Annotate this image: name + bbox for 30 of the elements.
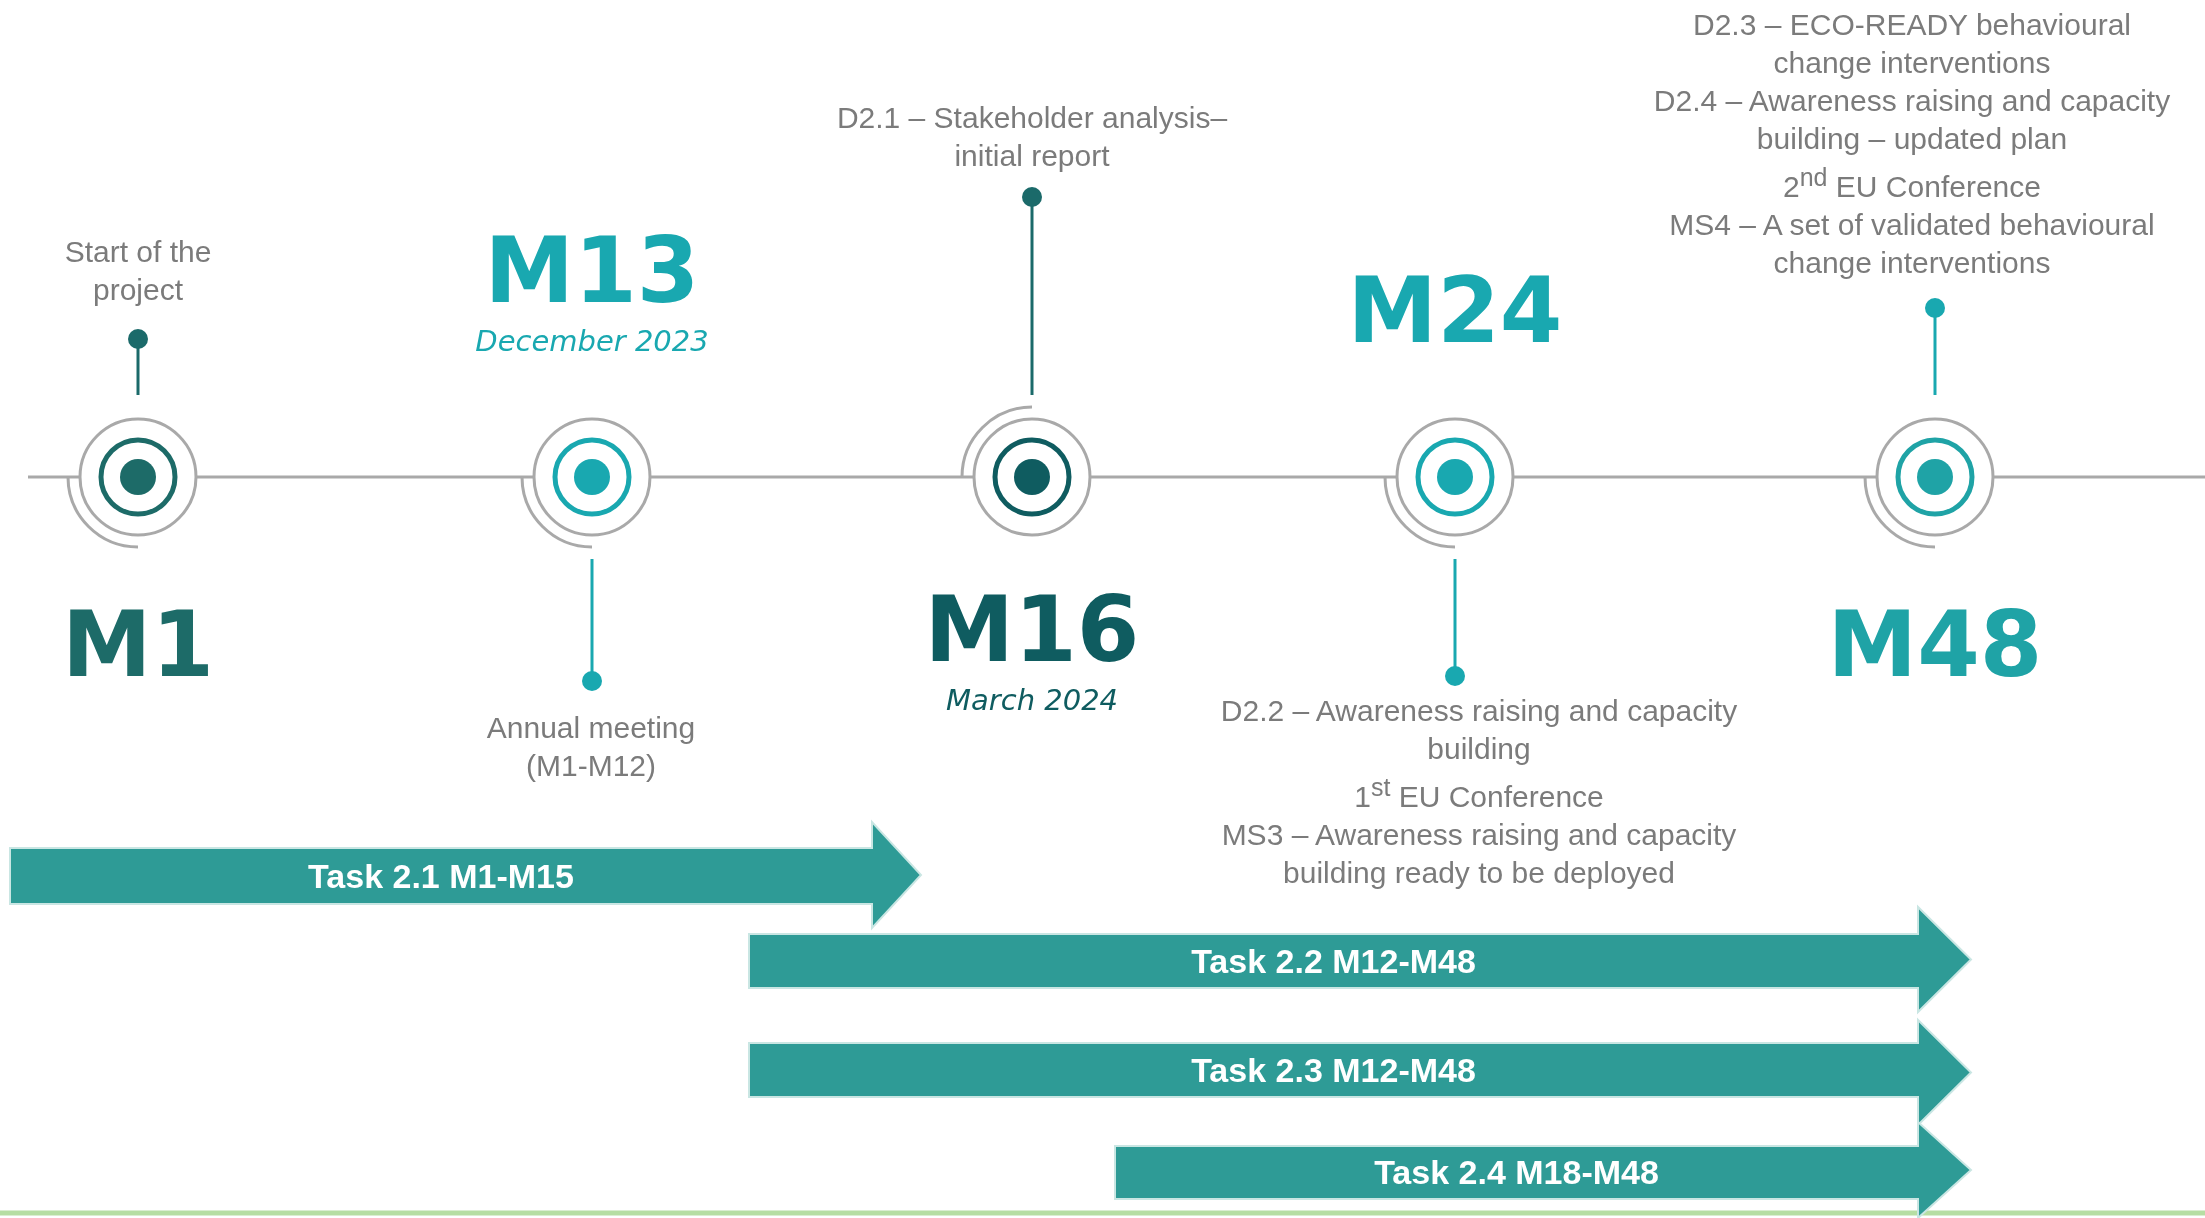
pin-line	[128, 329, 148, 395]
milestone-note: 2$^{nd}$ EU Conference	[1783, 162, 2041, 205]
milestone-note: D2.4 – Awareness raising and capacity building – updated plan	[1652, 83, 2172, 157]
task-label: Task 2.4 M18-M48	[1373, 1152, 1660, 1193]
task-label: Task 2.3 M12-M48	[1190, 1049, 1477, 1091]
milestone-note: 1$^{st}$ EU Conference	[1354, 772, 1604, 815]
task-bar	[10, 822, 921, 928]
task-label: Task 2.2 M12-M48	[1190, 940, 1477, 982]
milestone-note: D2.1 – Stakeholder analysis– initial report	[835, 100, 1229, 174]
milestone-note: D2.3 – ECO-READY behavioural change interventions	[1692, 7, 2132, 81]
pin-line	[1022, 187, 1042, 395]
milestone-date: March 2024	[945, 683, 1119, 717]
milestone-note: Start of the project	[63, 234, 213, 308]
milestone-label: M48	[1827, 600, 2043, 690]
milestone-note: Annual meeting (M1-M12)	[485, 710, 697, 784]
milestone-note: MS4 – A set of validated behavioural change interventions	[1668, 207, 2156, 281]
pin-line	[1445, 559, 1465, 686]
milestone-label: M1	[61, 600, 215, 690]
pin-line	[582, 559, 602, 691]
milestone-label: M24	[1347, 266, 1563, 356]
task-label: Task 2.1 M1-M15	[307, 855, 575, 897]
milestone-label: M16	[924, 585, 1140, 675]
milestone-date: December 2023	[475, 324, 709, 358]
milestone-label: M13	[484, 226, 700, 316]
milestone-note: D2.2 – Awareness raising and capacity building	[1219, 693, 1739, 767]
pin-line	[1925, 298, 1945, 395]
milestone-note: MS3 – Awareness raising and capacity building ready to be deployed	[1220, 817, 1738, 891]
task-bar	[749, 1020, 1971, 1125]
task-bar	[1115, 1122, 1971, 1218]
task-bar	[749, 907, 1971, 1012]
